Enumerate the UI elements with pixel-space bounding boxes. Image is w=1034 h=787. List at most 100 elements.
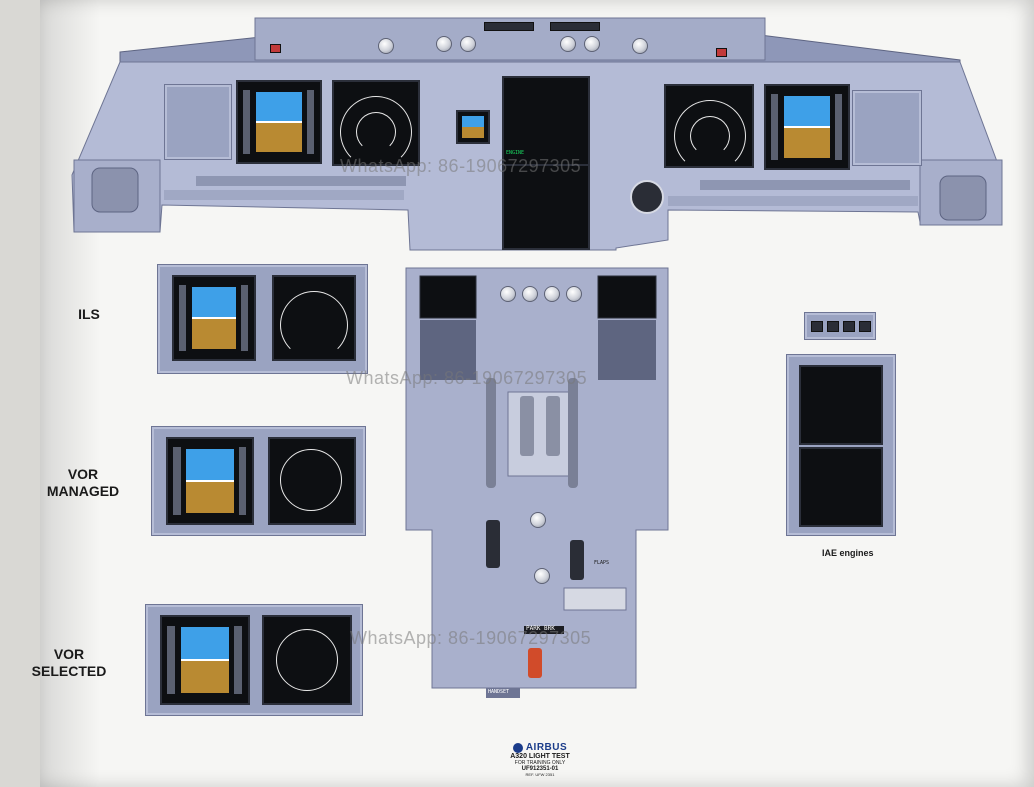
pfd-ground <box>784 127 830 159</box>
footer-line2: UF912351-01 <box>521 766 559 772</box>
fo-pfd <box>764 84 850 170</box>
altitude-tape <box>834 94 843 160</box>
pfd-ground <box>186 481 234 513</box>
speed-tape <box>242 90 251 154</box>
fcu-speed-knob[interactable] <box>436 36 452 52</box>
fo-nd <box>664 84 754 172</box>
pfd-sky <box>186 449 234 481</box>
captain-efis-panel <box>164 84 232 160</box>
baro-knob-1[interactable] <box>500 286 516 302</box>
ils-label: ILS <box>78 306 100 322</box>
nd-compass-arc <box>340 96 412 168</box>
airbus-brand-text: AIRBUS <box>525 742 568 753</box>
nd-rose-circle <box>276 629 338 691</box>
vor-selected-nd <box>262 615 352 705</box>
watermark-bottom: WhatsApp: 86-19067297305 <box>350 628 592 648</box>
engine-mode-knob[interactable] <box>534 568 550 584</box>
ils-pfd <box>172 275 256 361</box>
watermark-top: WhatsApp: 86-19067297305 <box>340 156 582 176</box>
flap-lever <box>568 378 578 488</box>
ecam-engine-label: ENGINE <box>506 150 525 156</box>
vor-managed-label: VOR MANAGED <box>46 466 120 499</box>
nd-rose-circle <box>280 449 342 511</box>
efis-range-knob-right[interactable] <box>632 38 648 54</box>
nd-compass-arc <box>280 291 348 359</box>
master-warning-left[interactable] <box>270 44 281 53</box>
captain-nd <box>332 80 420 168</box>
pfd-horizon-line <box>180 659 230 662</box>
vor-selected-pfd <box>160 615 250 705</box>
iae-upper-ecam <box>799 365 883 445</box>
altitude-tape <box>306 90 315 154</box>
speed-tape <box>173 447 181 515</box>
master-warning-right[interactable] <box>716 48 727 57</box>
ils-mode-panel <box>157 264 368 374</box>
nd-range-arc <box>690 116 730 156</box>
baro-knob-2[interactable] <box>522 286 538 302</box>
fcu-display-altitude <box>550 22 600 31</box>
vor-selected-panel <box>145 604 363 716</box>
efis-range-knob-left[interactable] <box>378 38 394 54</box>
pfd-horizon-line <box>256 121 302 124</box>
altitude-tape <box>241 285 249 351</box>
handset-plate <box>486 688 520 698</box>
mcdu-right <box>597 275 657 319</box>
airbus-logo: AIRBUS <box>480 742 600 753</box>
right-lower-strip <box>668 196 918 206</box>
captain-pfd <box>236 80 322 164</box>
thrust-quadrant <box>507 391 573 477</box>
engine-button-3[interactable] <box>843 321 855 332</box>
flaps-indicator <box>563 587 627 611</box>
clock-gauge <box>630 180 664 214</box>
speedbrake-lever <box>486 378 496 488</box>
standby-attitude <box>456 110 490 144</box>
fo-efis-panel <box>852 90 922 166</box>
park-brake-handle <box>528 648 542 678</box>
iae-engines-label: IAE engines <box>822 548 874 558</box>
vor-managed-panel <box>151 426 366 536</box>
pfd-ground <box>180 660 230 693</box>
fcu-altitude-knob[interactable] <box>560 36 576 52</box>
pfd-horizon-line <box>191 317 237 320</box>
left-trim-strip <box>196 176 406 186</box>
nd-compass-arc <box>674 100 746 172</box>
rudder-trim-knob[interactable] <box>530 512 546 528</box>
right-speaker <box>939 175 987 221</box>
footer-ref: REF. UFW 2351 <box>525 772 555 777</box>
fcu-display-speed <box>484 22 534 31</box>
engine-button-2[interactable] <box>827 321 839 332</box>
thrust-lever-2 <box>546 396 560 456</box>
altitude-tape <box>238 447 247 515</box>
fcu-vs-knob[interactable] <box>584 36 600 52</box>
iae-engine-displays <box>786 354 896 536</box>
speedbrake-handle <box>486 520 500 568</box>
fcu-heading-knob[interactable] <box>460 36 476 52</box>
flap-handle <box>570 540 584 580</box>
ecam-lower <box>502 164 590 250</box>
right-trim-strip <box>700 180 910 190</box>
nd-range-arc <box>356 112 396 152</box>
speed-tape <box>770 94 779 160</box>
mcdu-left-keypad <box>420 320 476 380</box>
baro-knob-4[interactable] <box>566 286 582 302</box>
left-speaker <box>91 167 139 213</box>
airbus-logo-icon <box>512 742 523 753</box>
pfd-ground <box>191 318 237 350</box>
left-lower-strip <box>164 190 404 200</box>
pfd-horizon-line <box>186 480 234 483</box>
ecam-upper: ENGINE <box>502 76 590 166</box>
park-brake-plate <box>524 626 564 634</box>
engine-button-4[interactable] <box>859 321 871 332</box>
handset-label: HANDSET <box>488 689 510 695</box>
footer-line1: FOR TRAINING ONLY <box>514 760 566 766</box>
thrust-lever-1 <box>520 396 534 456</box>
pfd-sky <box>180 627 230 660</box>
engine-button-1[interactable] <box>811 321 823 332</box>
watermark-middle: WhatsApp: 86-19067297305 <box>346 368 588 388</box>
ils-nd <box>272 275 356 361</box>
vor-selected-label: VOR SELECTED <box>31 646 107 679</box>
pfd-sky <box>784 95 830 127</box>
speed-tape <box>167 625 175 695</box>
baro-knob-3[interactable] <box>544 286 560 302</box>
